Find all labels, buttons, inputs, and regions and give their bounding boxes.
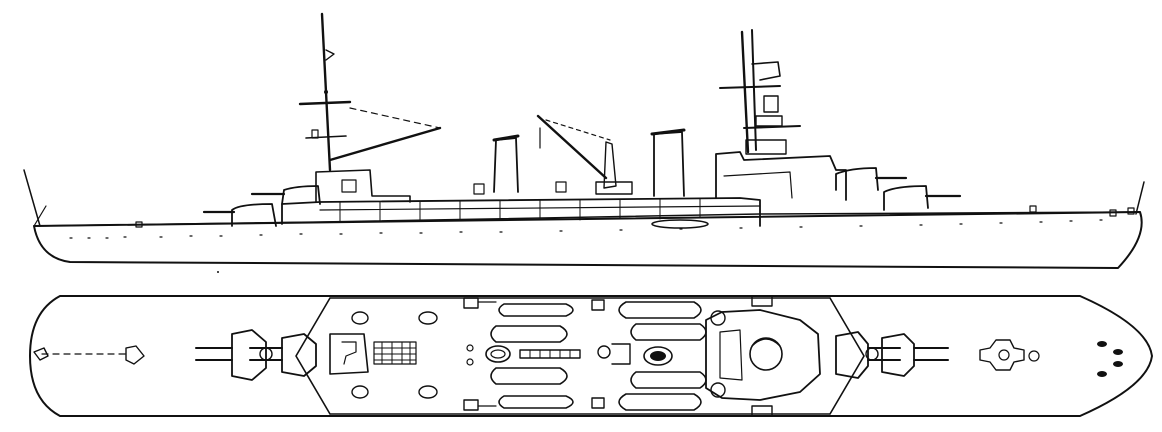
fore-funnel — [650, 128, 686, 197]
plan-turret-aft-lower — [195, 329, 273, 381]
aft-funnel — [492, 134, 520, 193]
jack-staff — [1135, 181, 1145, 215]
profile-hull — [33, 211, 1143, 269]
midship-crane — [536, 114, 633, 195]
plan-view — [29, 295, 1153, 417]
foremast — [740, 30, 750, 154]
profile-view — [23, 12, 1145, 273]
plan-turret-fore-lower — [881, 333, 949, 377]
profile-turret-aft-lower — [202, 203, 277, 227]
plan-boats — [490, 301, 707, 411]
plan-aft-funnel — [485, 345, 511, 363]
superstructure-base — [281, 197, 761, 227]
aft-bridge — [315, 169, 411, 203]
plan-fore-bridge — [705, 309, 821, 401]
fore-bridge — [715, 151, 847, 201]
profile-turret-fore-lower — [883, 185, 962, 211]
plan-grating — [373, 341, 417, 365]
aft-crane — [328, 126, 442, 162]
plan-turret-aft-upper — [249, 333, 317, 377]
profile-turret-fore-upper — [835, 167, 908, 191]
plan-superstructure-outline — [295, 297, 865, 415]
plan-capstan — [979, 339, 1025, 371]
plan-fore-funnel — [643, 346, 673, 366]
plan-director — [749, 337, 783, 371]
plan-turret-fore-upper — [835, 331, 901, 379]
portholes — [69, 219, 1103, 239]
ensign-staff — [23, 169, 41, 227]
profile-turret-aft-upper — [250, 185, 321, 205]
plan-hull — [29, 295, 1153, 417]
